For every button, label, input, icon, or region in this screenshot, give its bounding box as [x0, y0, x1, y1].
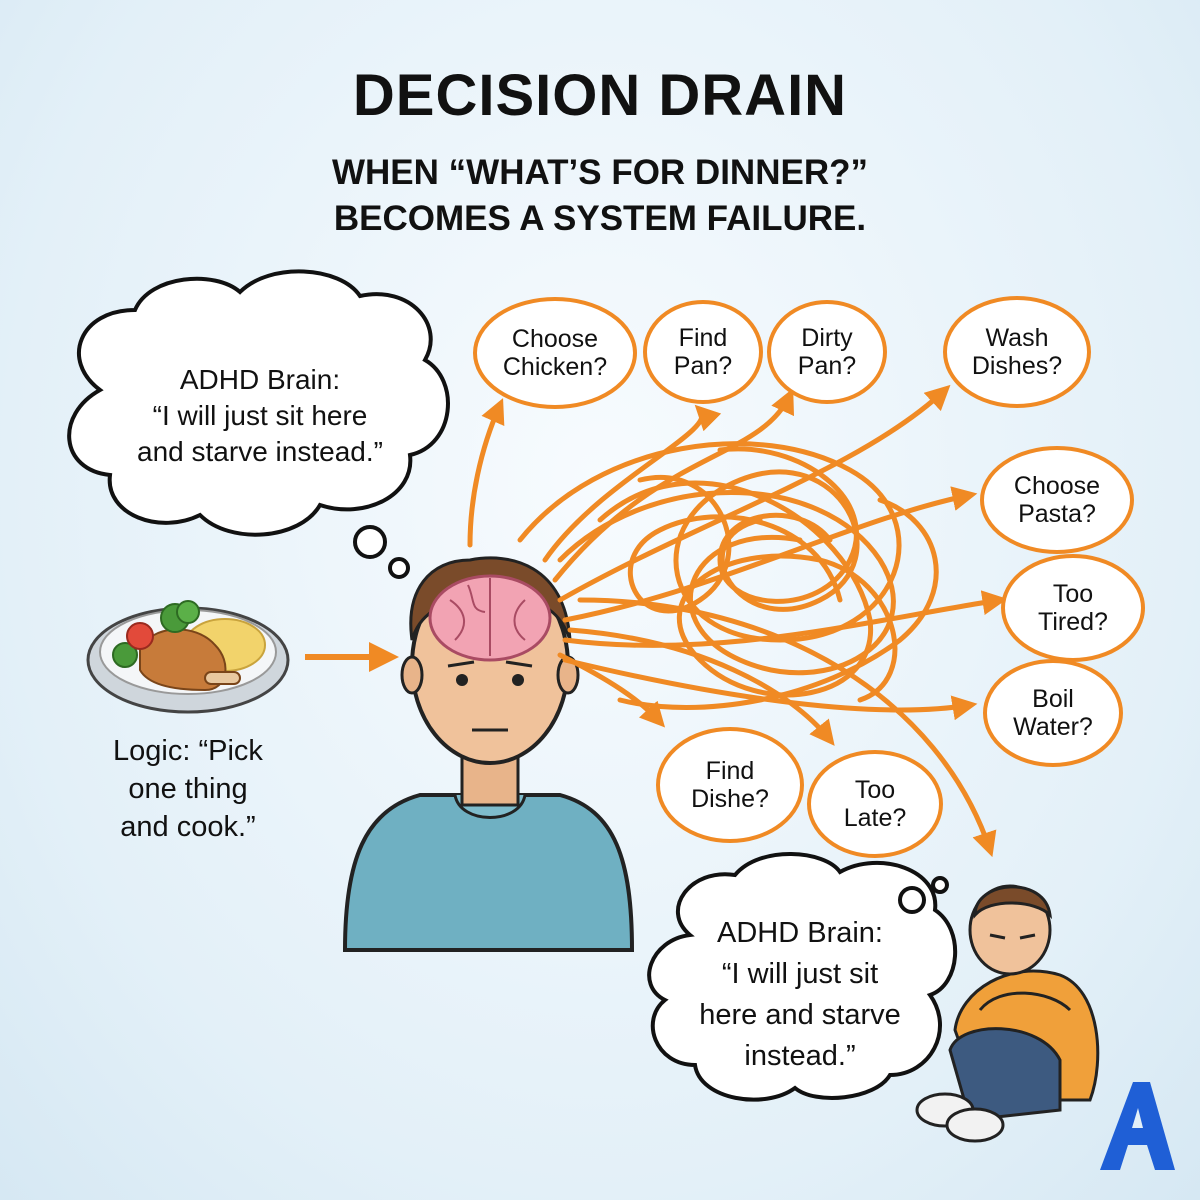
- top-thought-line-2: “I will just sit here: [152, 400, 368, 431]
- bottom-thought-line-3: here and starve: [699, 999, 901, 1031]
- tangled-thought-strands: [467, 384, 1008, 858]
- decision-find-pan: Find Pan?: [653, 312, 753, 392]
- decision-label-line: Water?: [1013, 713, 1093, 741]
- decision-label-line: Tired?: [1038, 608, 1108, 636]
- decision-wash-dishes: Wash Dishes?: [957, 312, 1077, 392]
- decision-too-tired: Too Tired?: [1013, 568, 1133, 648]
- decision-oval: [656, 727, 804, 843]
- decision-find-dishe: Find Dishe?: [665, 745, 795, 825]
- bottom-thought-line-2: “I will just sit: [721, 958, 879, 990]
- decision-label-line: Too: [1052, 580, 1094, 608]
- decision-boil-water: Boil Water?: [993, 673, 1113, 753]
- decision-label-line: Dishe?: [691, 785, 769, 813]
- top-thought-line-3: and starve instead.”: [137, 436, 383, 467]
- decision-label-line: Pasta?: [1018, 500, 1096, 528]
- logic-line-3: and cook.”: [120, 811, 256, 843]
- person-figure: [342, 556, 635, 952]
- decision-label-line: Find: [678, 324, 728, 352]
- top-thought-text: ADHD Brain: “I will just sit here and st…: [100, 362, 420, 470]
- brain-icon: [428, 574, 552, 662]
- decision-label-line: Pan?: [797, 352, 857, 380]
- decision-label-line: Late?: [843, 804, 907, 832]
- page-title: DECISION DRAIN: [352, 63, 848, 128]
- decision-oval: [643, 300, 763, 404]
- decision-label-line: Find: [705, 757, 755, 785]
- letter-a-logo-icon: [1100, 1082, 1175, 1170]
- sad-sitting-person: [915, 884, 1100, 1143]
- decision-oval: [473, 297, 637, 409]
- decision-too-late: Too Late?: [815, 764, 935, 844]
- bottom-thought-line-4: instead.”: [744, 1040, 856, 1072]
- bottom-thought-line-1: ADHD Brain:: [717, 917, 883, 949]
- decision-label-line: Wash: [985, 324, 1049, 352]
- decision-oval: [1001, 554, 1145, 662]
- decision-oval: [943, 296, 1091, 408]
- decision-label-line: Choose: [1013, 472, 1101, 500]
- logic-line-2: one thing: [128, 773, 248, 805]
- decision-label-line: Choose: [511, 325, 599, 353]
- decision-dirty-pan: Dirty Pan?: [777, 312, 877, 392]
- subtitle-line-1: WHEN “WHAT’S FOR DINNER?”: [332, 153, 868, 192]
- decision-label-line: Dishes?: [971, 352, 1063, 380]
- logic-text: Logic: “Pick one thing and cook.”: [78, 732, 298, 846]
- decision-label-line: Pan?: [673, 352, 733, 380]
- bottom-thought-text: ADHD Brain: “I will just sit here and st…: [660, 913, 940, 1077]
- bottom-thought-cloud: [647, 852, 957, 1102]
- top-thought-cloud: [67, 269, 450, 579]
- decision-label-line: Too: [854, 776, 896, 804]
- decision-oval: [807, 750, 943, 858]
- dinner-plate-icon: [86, 600, 290, 714]
- logic-line-1: Logic: “Pick: [113, 735, 263, 767]
- decision-label-line: Boil: [1032, 685, 1074, 713]
- decision-choose-pasta: Choose Pasta?: [992, 460, 1122, 540]
- decision-oval: [767, 300, 887, 404]
- decision-oval: [980, 446, 1134, 554]
- decision-label-line: Dirty: [801, 324, 853, 352]
- decision-node-ovals: [473, 296, 1145, 858]
- decision-choose-chicken: Choose Chicken?: [485, 313, 625, 393]
- top-thought-line-1: ADHD Brain:: [179, 364, 341, 395]
- subtitle-line-2: BECOMES A SYSTEM FAILURE.: [333, 199, 867, 238]
- decision-oval: [983, 659, 1123, 767]
- decision-label-line: Chicken?: [502, 353, 608, 381]
- page-subtitle: WHEN “WHAT’S FOR DINNER?” BECOMES A SYST…: [0, 150, 1200, 242]
